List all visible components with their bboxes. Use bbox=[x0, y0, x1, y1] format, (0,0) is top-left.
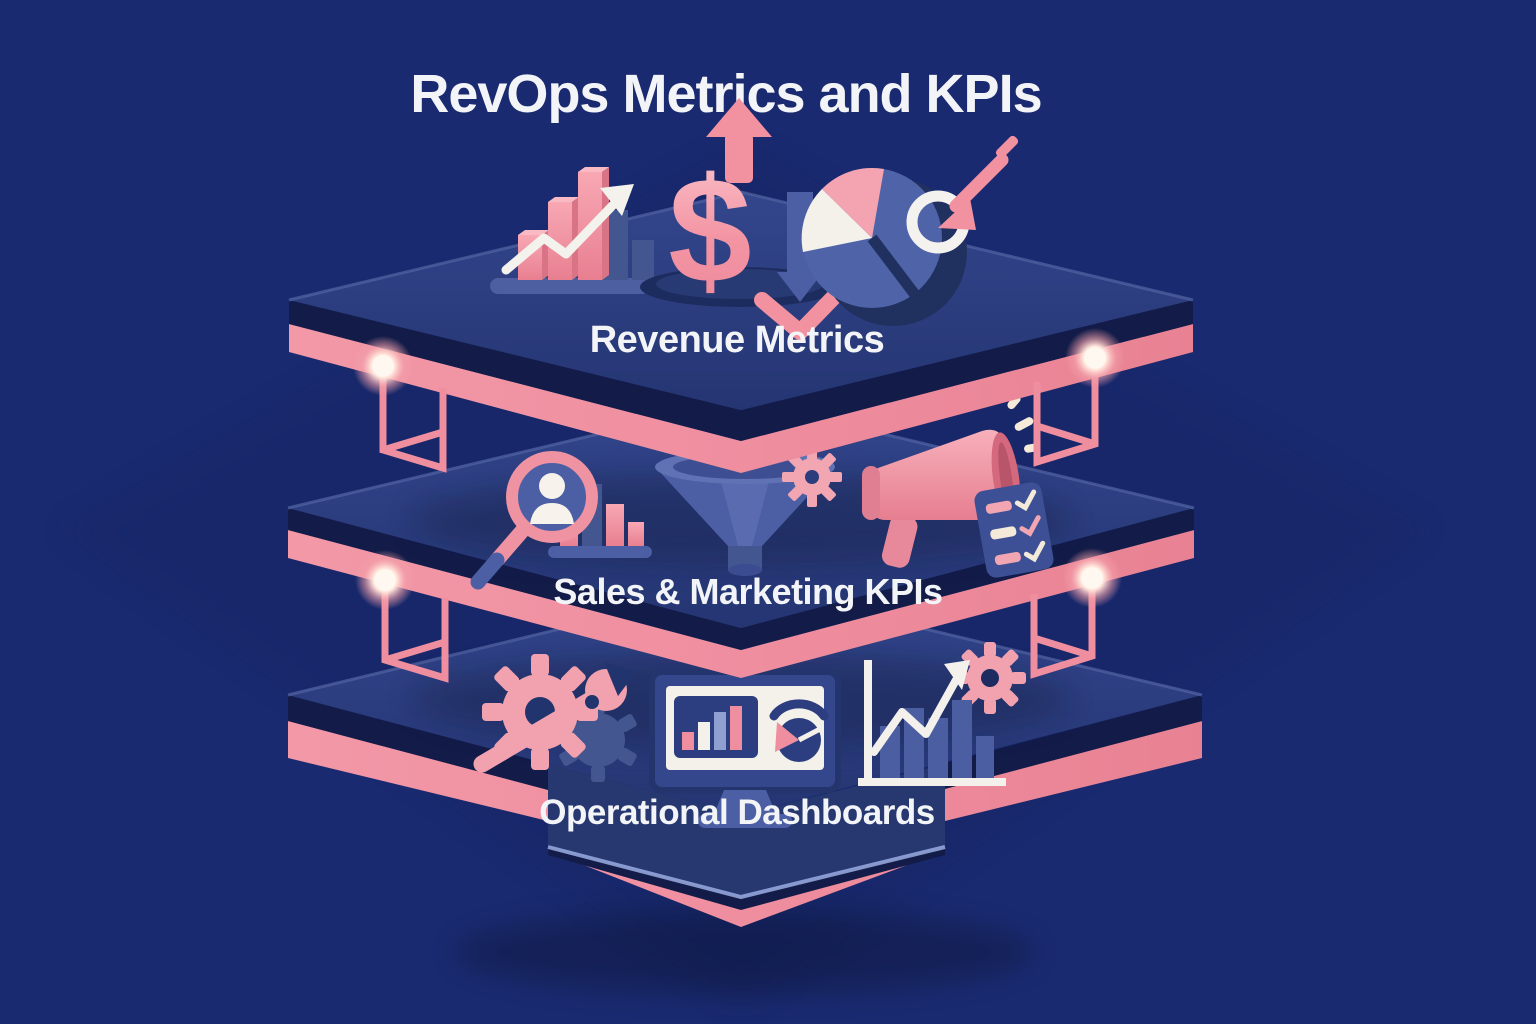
layer2-label: Sales & Marketing KPIs bbox=[553, 571, 942, 612]
growth-bar-chart-icon bbox=[490, 167, 654, 294]
glow-light-left-lower bbox=[355, 550, 415, 610]
dashboard-monitor-icon bbox=[649, 669, 841, 828]
layer3-dark-edge-right bbox=[945, 695, 1202, 789]
pie-slice-pink bbox=[822, 167, 884, 238]
checklist-card bbox=[974, 482, 1054, 578]
pie-slice-white bbox=[801, 189, 872, 252]
pie-chart-target-icon bbox=[801, 135, 1019, 326]
dollar-sign: $ bbox=[668, 146, 751, 314]
lead-search-icon bbox=[470, 451, 652, 590]
ground-shadow bbox=[455, 910, 1035, 994]
layer2-pink-edge bbox=[288, 530, 1194, 678]
glow-light-right-upper bbox=[1065, 328, 1125, 388]
up-arrow bbox=[706, 98, 772, 137]
glow-light-right-lower bbox=[1062, 548, 1122, 608]
megaphone-checklist-icon bbox=[862, 394, 1054, 578]
connector-bracket-left-lower bbox=[381, 582, 449, 683]
connector-bracket-left-upper bbox=[379, 368, 447, 473]
layer1-pink-edge bbox=[289, 324, 1193, 473]
dart-head bbox=[938, 198, 976, 230]
wrench bbox=[473, 662, 636, 773]
layer-operational-dashboards: Operational Dashboards bbox=[287, 583, 1203, 927]
layer3-label-plate bbox=[548, 764, 945, 897]
layer1-dark-edge bbox=[289, 300, 1193, 441]
layer3-bevel bbox=[547, 845, 946, 900]
dollar-trend-icon: $ bbox=[640, 98, 884, 340]
layer-sales-marketing: Sales & Marketing KPIs bbox=[287, 394, 1195, 678]
connector-bracket-right-lower bbox=[1030, 580, 1096, 679]
connector-bracket-right-upper bbox=[1033, 360, 1099, 467]
layer3-label: Operational Dashboards bbox=[539, 793, 935, 832]
analytics-chart-gear-icon bbox=[858, 642, 1026, 786]
arrow-head bbox=[600, 184, 634, 216]
down-arrow bbox=[777, 272, 823, 302]
gear-wrench-icon bbox=[473, 654, 637, 782]
layer-revenue-metrics: $ Revenue Metrics bbox=[288, 98, 1194, 473]
glow-light-left-upper bbox=[353, 336, 413, 396]
layer1-label: Revenue Metrics bbox=[590, 319, 885, 361]
